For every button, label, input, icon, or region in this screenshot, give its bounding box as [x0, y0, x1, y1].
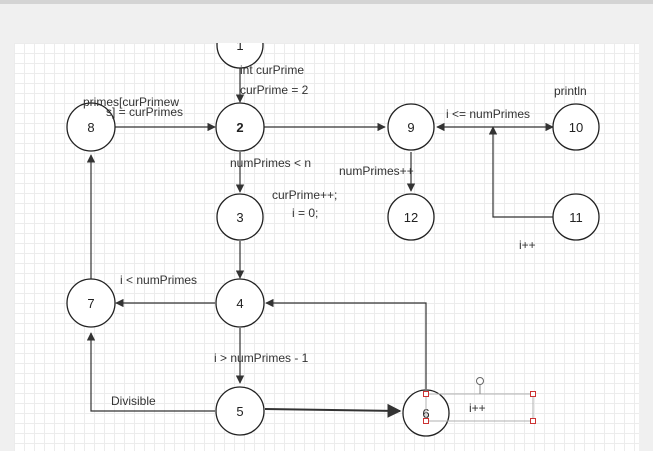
label-primes-assign-1: primes[curPrimew: [83, 95, 179, 109]
node-7-label: 7: [87, 296, 94, 311]
node-9[interactable]: 9: [387, 103, 435, 151]
node-1[interactable]: 1: [216, 43, 264, 69]
label-numprimes-inc: numPrimes++: [339, 164, 414, 178]
label-i-le-numprimes: i <= numPrimes: [446, 107, 530, 121]
label-i-gt-numprimes-minus-1: i > numPrimes - 1: [214, 351, 309, 365]
rotate-handle[interactable]: [476, 377, 484, 385]
node-12-label: 12: [404, 210, 418, 225]
node-8-label: 8: [87, 120, 94, 135]
label-divisible: Divisible: [111, 394, 156, 408]
node-10[interactable]: 10: [552, 103, 600, 151]
edge-5-7[interactable]: [86, 332, 215, 412]
node-8[interactable]: 8: [66, 102, 116, 152]
edge-6-4[interactable]: [265, 298, 427, 389]
node-11[interactable]: 11: [552, 193, 600, 241]
node-10-label: 10: [569, 120, 583, 135]
node-3-label: 3: [236, 210, 243, 225]
edge-11-9[interactable]: [488, 126, 553, 218]
node-9-label: 9: [407, 120, 414, 135]
label-i-inc-right: i++: [519, 238, 536, 252]
node-7[interactable]: 7: [66, 278, 116, 328]
node-1-label: 1: [236, 43, 243, 53]
node-2[interactable]: 2: [215, 102, 265, 152]
node-5[interactable]: 5: [215, 386, 265, 436]
label-i-eq-0: i = 0;: [292, 206, 318, 220]
label-i-lt-numprimes: i < numPrimes: [120, 273, 197, 287]
node-4[interactable]: 4: [215, 278, 265, 328]
node-12[interactable]: 12: [387, 193, 435, 241]
node-2-label: 2: [236, 120, 243, 135]
resize-handle-top-left[interactable]: [423, 391, 429, 397]
resize-handle-top-right[interactable]: [530, 391, 536, 397]
node-4-label: 4: [236, 296, 243, 311]
label-numprimes-lt-n: numPrimes < n: [230, 156, 311, 170]
node-3[interactable]: 3: [216, 193, 264, 241]
label-primes-assign-2: s] = curPrimes: [106, 105, 183, 119]
resize-handle-bottom-right[interactable]: [530, 418, 536, 424]
edge-5-6[interactable]: [264, 403, 402, 418]
diagram-canvas[interactable]: 1 2 3 4 5 6 7 8 9 10 11 12 int curPrime …: [14, 43, 639, 451]
top-toolbar-strip: [0, 0, 653, 4]
selected-label-box[interactable]: i++: [423, 377, 536, 424]
node-5-label: 5: [236, 404, 243, 419]
node-11-label: 11: [569, 210, 583, 225]
label-curprime-inc: curPrime++;: [272, 188, 337, 202]
label-curprime-eq-2: curPrime = 2: [240, 83, 309, 97]
label-int-curprime: int curPrime: [240, 63, 304, 77]
control-flow-graph: 1 2 3 4 5 6 7 8 9 10 11 12 int curPrime …: [66, 43, 600, 437]
label-i-inc-selected: i++: [469, 401, 486, 415]
label-println: println: [554, 84, 587, 98]
resize-handle-bottom-left[interactable]: [423, 418, 429, 424]
